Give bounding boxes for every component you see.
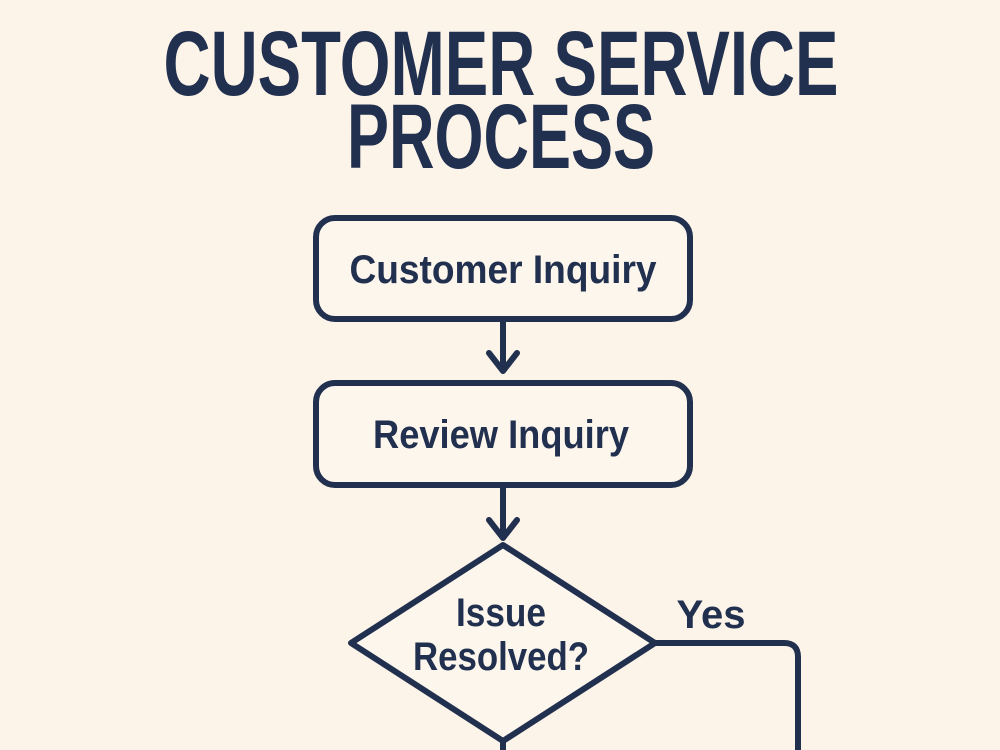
page-title-line-1: CUSTOMER SERVICE [164, 13, 839, 115]
arrowhead-customer-to-review [486, 350, 520, 374]
node-customer-inquiry-label: Customer Inquiry [350, 248, 658, 292]
page-title-line-2: PROCESS [347, 86, 655, 188]
arrowhead-review-to-decision [486, 517, 520, 541]
node-review-inquiry-label: Review Inquiry [373, 413, 630, 457]
node-issue-resolved-label-line-2: Resolved? [413, 635, 589, 679]
edge-yes-label: Yes [677, 593, 746, 637]
node-issue-resolved-label-line-1: Issue [456, 591, 546, 635]
edge-yes-branch [652, 640, 801, 750]
node-issue-resolved [348, 542, 658, 744]
